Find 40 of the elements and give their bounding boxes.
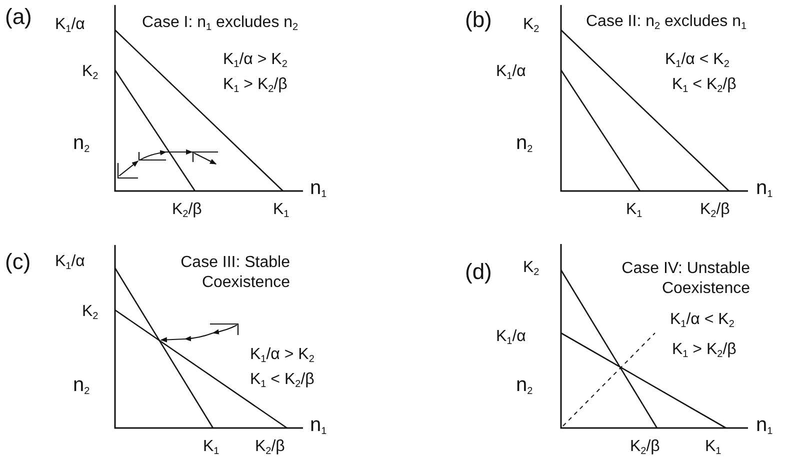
tick-label: K$_{2}$ bbox=[523, 15, 540, 35]
panel-label: (d) bbox=[465, 260, 492, 284]
case-title: Case IV: Unstable Coexistence bbox=[620, 259, 750, 299]
tick-label: K$_{1}$ bbox=[203, 437, 220, 457]
panel-label: (a) bbox=[5, 5, 32, 29]
tick-label: K$_{2}$ bbox=[82, 62, 98, 82]
condition-text: K$_{1}$/α > K$_{2}$ bbox=[223, 50, 288, 70]
panel-label: (b) bbox=[465, 8, 492, 32]
tick-label: K$_{1}$/α bbox=[496, 327, 526, 347]
axis-label: n$_{1}$ bbox=[310, 178, 327, 198]
tick-label: K$_{1}$/α bbox=[55, 252, 85, 272]
tick-label: K$_{2}$/β bbox=[700, 200, 730, 220]
tick-label: K$_{1}$ bbox=[626, 200, 642, 220]
case-title: Case II: n$_{2}$ excludes n$_{1}$ bbox=[586, 12, 747, 32]
condition-text: K$_{1}$ < K$_{2}$/β bbox=[250, 370, 314, 390]
tick-label: K$_{1}$ bbox=[705, 437, 722, 457]
tick-label: K$_{2}$ bbox=[523, 258, 540, 278]
tick-label: K$_{1}$/α bbox=[55, 15, 85, 35]
axis-label: n$_{1}$ bbox=[756, 178, 773, 198]
tick-label: K$_{1}$ bbox=[273, 200, 290, 220]
case-title: Case III: Stable Coexistence bbox=[180, 253, 290, 293]
condition-text: K$_{1}$ > K$_{2}$/β bbox=[672, 340, 736, 360]
case-title: Case I: n$_{1}$ excludes n$_{2}$ bbox=[142, 13, 298, 33]
panel-label: (c) bbox=[5, 250, 31, 274]
tick-label: K$_{2}$ bbox=[82, 302, 98, 322]
condition-text: K$_{1}$ > K$_{2}$/β bbox=[223, 75, 288, 95]
axis-label: n$_{2}$ bbox=[516, 133, 533, 153]
tick-label: K$_{1}$/α bbox=[496, 62, 526, 82]
axis-label: n$_{2}$ bbox=[516, 375, 533, 395]
axis-label: n$_{2}$ bbox=[73, 375, 90, 395]
tick-label: K$_{2}$/β bbox=[172, 200, 202, 220]
axis-label: n$_{2}$ bbox=[73, 133, 90, 153]
condition-text: K$_{1}$/α < K$_{2}$ bbox=[670, 310, 734, 330]
condition-text: K$_{1}$/α < K$_{2}$ bbox=[665, 50, 730, 70]
tick-label: K$_{2}$/β bbox=[630, 437, 660, 457]
axis-label: n$_{1}$ bbox=[756, 415, 773, 435]
tick-label: K$_{2}$/β bbox=[255, 437, 285, 457]
condition-text: K$_{1}$ < K$_{2}$/β bbox=[672, 75, 736, 95]
condition-text: K$_{1}$/α > K$_{2}$ bbox=[250, 345, 314, 365]
axis-label: n$_{1}$ bbox=[310, 415, 327, 435]
